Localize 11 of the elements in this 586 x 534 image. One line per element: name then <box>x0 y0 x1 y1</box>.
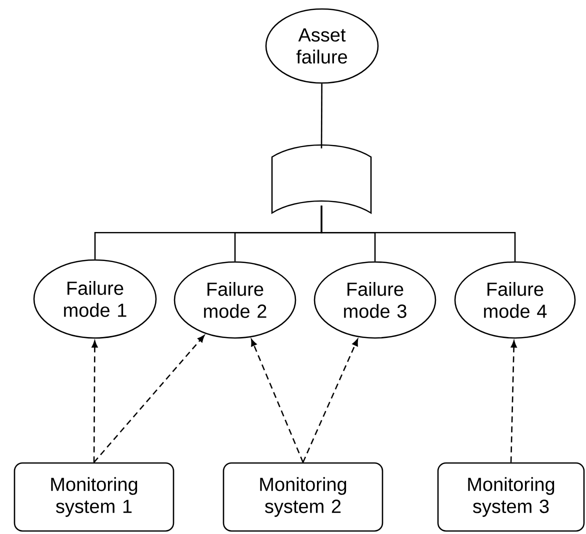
arrow <box>94 335 205 463</box>
monitoring-box: Monitoring system 1 <box>14 462 174 532</box>
connector-line <box>320 206 516 262</box>
arrow <box>510 340 517 462</box>
connector-line <box>320 84 322 148</box>
monitoring-box: Monitoring system 2 <box>222 462 384 532</box>
arrow <box>92 340 98 462</box>
arrow <box>251 339 304 463</box>
or-gate-symbol <box>271 144 372 214</box>
arrow <box>302 338 358 463</box>
monitoring-box: Monitoring system 3 <box>437 462 585 532</box>
